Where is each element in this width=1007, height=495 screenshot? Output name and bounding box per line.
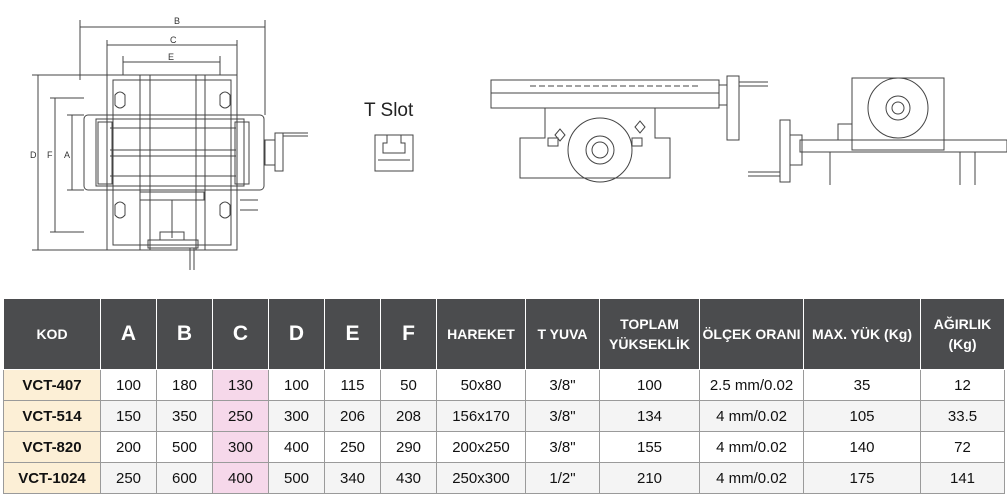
header-a: A [100,298,157,370]
cell-e: 250 [324,431,381,463]
cell-t-yuva: 3/8" [525,369,600,401]
cell-d: 300 [268,400,325,432]
cell-d: 400 [268,431,325,463]
header-max-yuk: MAX. YÜK (Kg) [803,298,921,370]
table-row: VCT-1024 250 600 400 500 340 430 250x300… [3,462,1005,494]
cell-hareket: 250x300 [436,462,526,494]
header-agirlik: AĞIRLIK (Kg) [920,298,1005,370]
cell-c: 300 [212,431,269,463]
header-toplam-yukseklik: TOPLAM YÜKSEKLİK [599,298,700,370]
cell-toplam-yukseklik: 155 [599,431,700,463]
cell-c: 250 [212,400,269,432]
cell-c: 130 [212,369,269,401]
cell-b: 500 [156,431,213,463]
cell-a: 100 [100,369,157,401]
cell-a: 250 [100,462,157,494]
cell-max-yuk: 140 [803,431,921,463]
cell-kod: VCT-407 [3,369,101,401]
cell-f: 290 [380,431,437,463]
table-row: VCT-514 150 350 250 300 206 208 156x170 … [3,400,1005,432]
cell-c: 400 [212,462,269,494]
cell-toplam-yukseklik: 134 [599,400,700,432]
tslot-symbol [374,134,414,172]
table-row: VCT-407 100 180 130 100 115 50 50x80 3/8… [3,369,1005,401]
cell-hareket: 200x250 [436,431,526,463]
cell-d: 500 [268,462,325,494]
cell-hareket: 50x80 [436,369,526,401]
cell-agirlik: 141 [920,462,1005,494]
tslot-label: T Slot [364,100,414,121]
dim-label-f: F [47,150,53,160]
header-olcek-orani: ÖLÇEK ORANI [699,298,804,370]
dim-label-a: A [64,150,70,160]
cell-olcek-orani: 4 mm/0.02 [699,400,804,432]
cell-a: 150 [100,400,157,432]
header-hareket: HAREKET [436,298,526,370]
cell-olcek-orani: 4 mm/0.02 [699,431,804,463]
table-row: VCT-820 200 500 300 400 250 290 200x250 … [3,431,1005,463]
cell-kod: VCT-1024 [3,462,101,494]
spec-table: KOD A B C D E F HAREKET T YUVA TOPLAM YÜ… [3,298,1005,494]
table-header-row: KOD A B C D E F HAREKET T YUVA TOPLAM YÜ… [3,298,1005,370]
cell-olcek-orani: 2.5 mm/0.02 [699,369,804,401]
cell-f: 430 [380,462,437,494]
cell-toplam-yukseklik: 210 [599,462,700,494]
header-kod: KOD [3,298,101,370]
technical-drawings: B C E D F A [30,16,1007,270]
cell-toplam-yukseklik: 100 [599,369,700,401]
cell-t-yuva: 1/2" [525,462,600,494]
cell-agirlik: 72 [920,431,1005,463]
header-e: E [324,298,381,370]
cell-e: 206 [324,400,381,432]
cell-b: 350 [156,400,213,432]
front-view-drawing [748,77,1007,185]
header-c: C [212,298,269,370]
cell-d: 100 [268,369,325,401]
cell-kod: VCT-514 [3,400,101,432]
cell-f: 208 [380,400,437,432]
dim-label-e: E [168,52,174,62]
dim-label-b: B [174,16,180,26]
cell-max-yuk: 175 [803,462,921,494]
cell-t-yuva: 3/8" [525,400,600,432]
side-view-drawing [490,75,768,183]
cell-a: 200 [100,431,157,463]
dim-label-c: C [170,35,177,45]
header-b: B [156,298,213,370]
cell-agirlik: 33.5 [920,400,1005,432]
cell-b: 180 [156,369,213,401]
cell-e: 340 [324,462,381,494]
cell-e: 115 [324,369,381,401]
cell-max-yuk: 105 [803,400,921,432]
cell-t-yuva: 3/8" [525,431,600,463]
cell-f: 50 [380,369,437,401]
cell-hareket: 156x170 [436,400,526,432]
top-view-drawing [32,20,308,270]
header-d: D [268,298,325,370]
header-t-yuva: T YUVA [525,298,600,370]
cell-olcek-orani: 4 mm/0.02 [699,462,804,494]
cell-kod: VCT-820 [3,431,101,463]
dim-label-d: D [30,150,37,160]
cell-max-yuk: 35 [803,369,921,401]
cell-b: 600 [156,462,213,494]
header-f: F [380,298,437,370]
cell-agirlik: 12 [920,369,1005,401]
